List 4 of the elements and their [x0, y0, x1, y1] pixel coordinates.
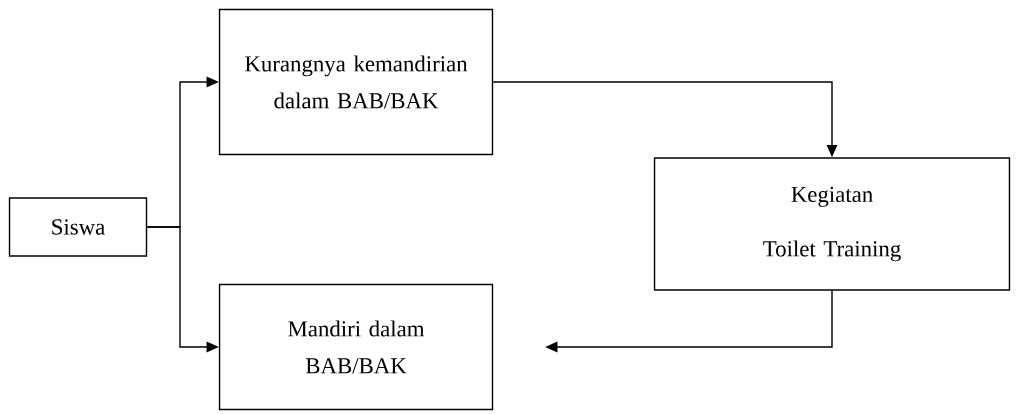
- process-box: Mandiri dalam BAB/BAK: [218, 283, 494, 411]
- process-box: Kurangnya kemandirian dalam BAB/BAK: [218, 8, 494, 156]
- process-box: Kegiatan Toilet Training: [653, 157, 1011, 291]
- process-box: Siswa: [8, 197, 148, 257]
